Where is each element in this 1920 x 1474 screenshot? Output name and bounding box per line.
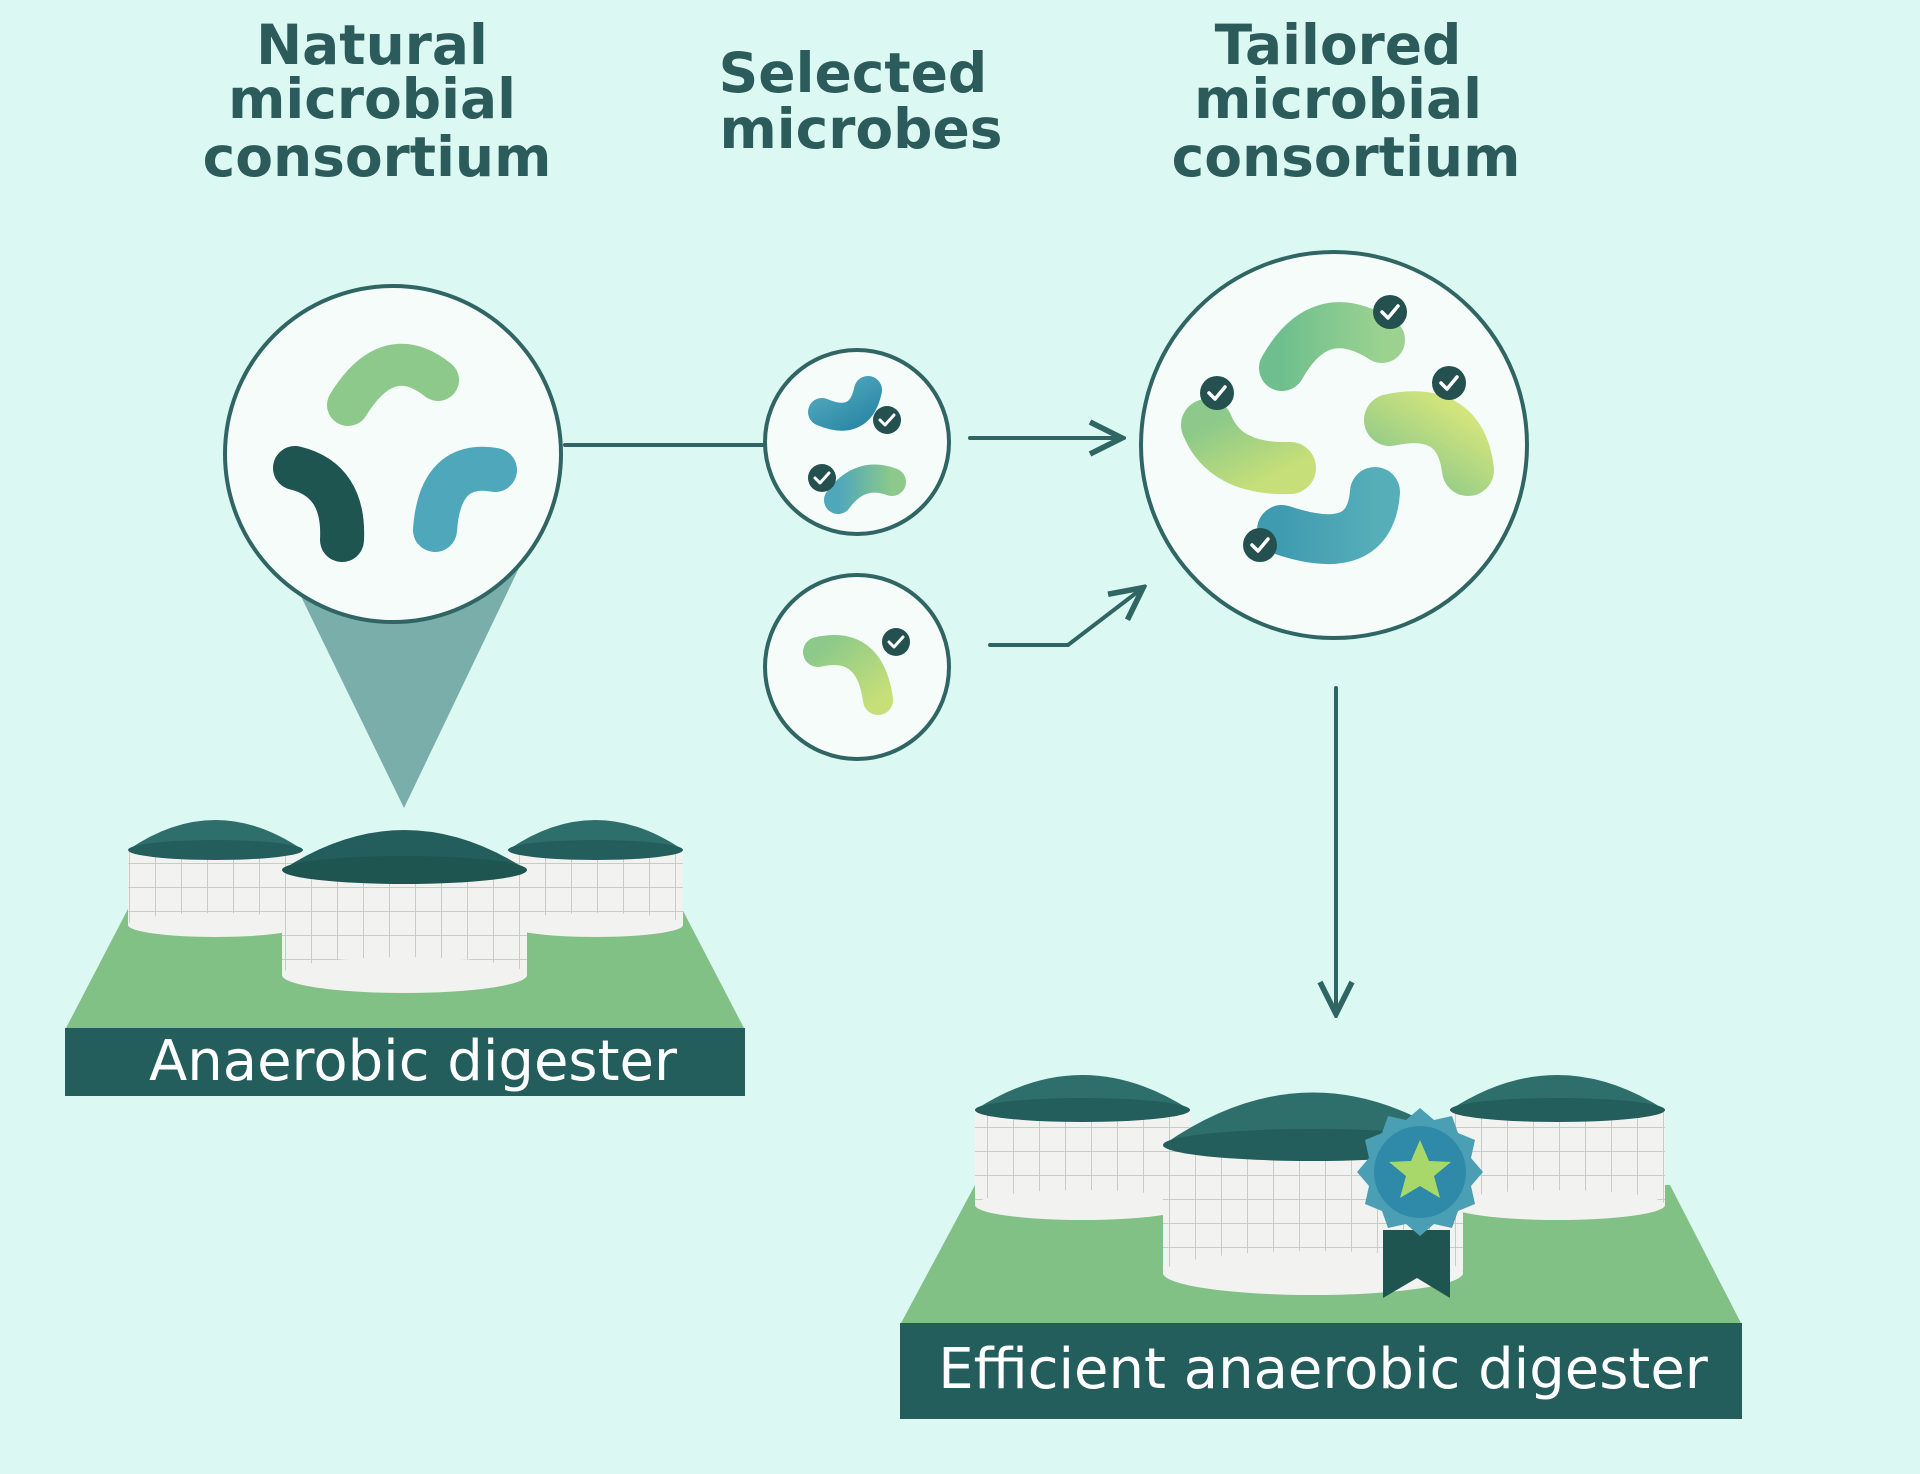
tailored-consortium-circle bbox=[1139, 250, 1529, 640]
check-badge-icon bbox=[808, 464, 836, 492]
heading-tailored-line-3: consortium bbox=[1172, 125, 1521, 189]
microbe-icon bbox=[413, 446, 517, 552]
efficient-anaerobic-digester: Efficient anaerobic digester bbox=[900, 1075, 1742, 1419]
check-badge-icon bbox=[1373, 295, 1407, 329]
selected-microbes-circle-bottom bbox=[763, 573, 951, 761]
digester-label: Anaerobic digester bbox=[149, 1029, 678, 1094]
heading-natural-line-3: consortium bbox=[203, 125, 552, 189]
microbe-icon bbox=[327, 343, 459, 426]
efficient-plate-base bbox=[900, 1323, 1742, 1419]
microbe-icon bbox=[1364, 391, 1494, 496]
ribbon-tail bbox=[1383, 1230, 1450, 1298]
digester-tank-right bbox=[508, 820, 683, 937]
arrow-selected-bottom-to-tailored bbox=[988, 590, 1140, 647]
check-badge-icon bbox=[1200, 376, 1234, 410]
digester-plate-base bbox=[65, 1028, 745, 1096]
microbe-icon bbox=[273, 446, 365, 562]
heading-natural: Natural microbial consortium bbox=[203, 13, 552, 189]
heading-tailored-line-1: Tailored bbox=[1215, 13, 1462, 77]
star-icon bbox=[1389, 1140, 1451, 1198]
microbe-icon bbox=[808, 376, 882, 431]
efficient-digester-label: Efficient anaerobic digester bbox=[938, 1337, 1709, 1402]
selected-microbes-circle-top bbox=[763, 348, 951, 536]
heading-tailored: Tailored microbial consortium bbox=[1172, 13, 1521, 189]
heading-selected-line-1: Selected bbox=[719, 41, 988, 105]
check-badge-icon bbox=[873, 406, 901, 434]
connectors bbox=[563, 438, 1336, 1010]
microbe-icon bbox=[803, 635, 893, 715]
heading-natural-line-2: microbial bbox=[228, 67, 516, 131]
heading-selected-line-2: microbes bbox=[719, 97, 1002, 161]
efficient-tank-right bbox=[1450, 1075, 1665, 1220]
check-badge-icon bbox=[1432, 366, 1466, 400]
anaerobic-digester: Anaerobic digester bbox=[65, 820, 745, 1096]
natural-consortium-circle bbox=[223, 284, 563, 624]
award-ribbon-icon bbox=[1357, 1108, 1483, 1298]
microbe-icon bbox=[1181, 399, 1316, 495]
check-badge-icon bbox=[882, 628, 910, 656]
microbe-icon bbox=[824, 464, 906, 514]
heading-tailored-line-2: microbial bbox=[1194, 67, 1482, 131]
microbe-icon bbox=[1257, 467, 1400, 565]
heading-selected: Selected microbes bbox=[719, 41, 1003, 161]
digester-tank-center bbox=[282, 830, 527, 993]
digester-tank-left bbox=[128, 820, 303, 937]
check-badge-icon bbox=[1243, 528, 1277, 562]
efficient-tank-left bbox=[975, 1075, 1190, 1220]
heading-natural-line-1: Natural bbox=[256, 13, 488, 77]
microbe-icon bbox=[1259, 302, 1405, 391]
